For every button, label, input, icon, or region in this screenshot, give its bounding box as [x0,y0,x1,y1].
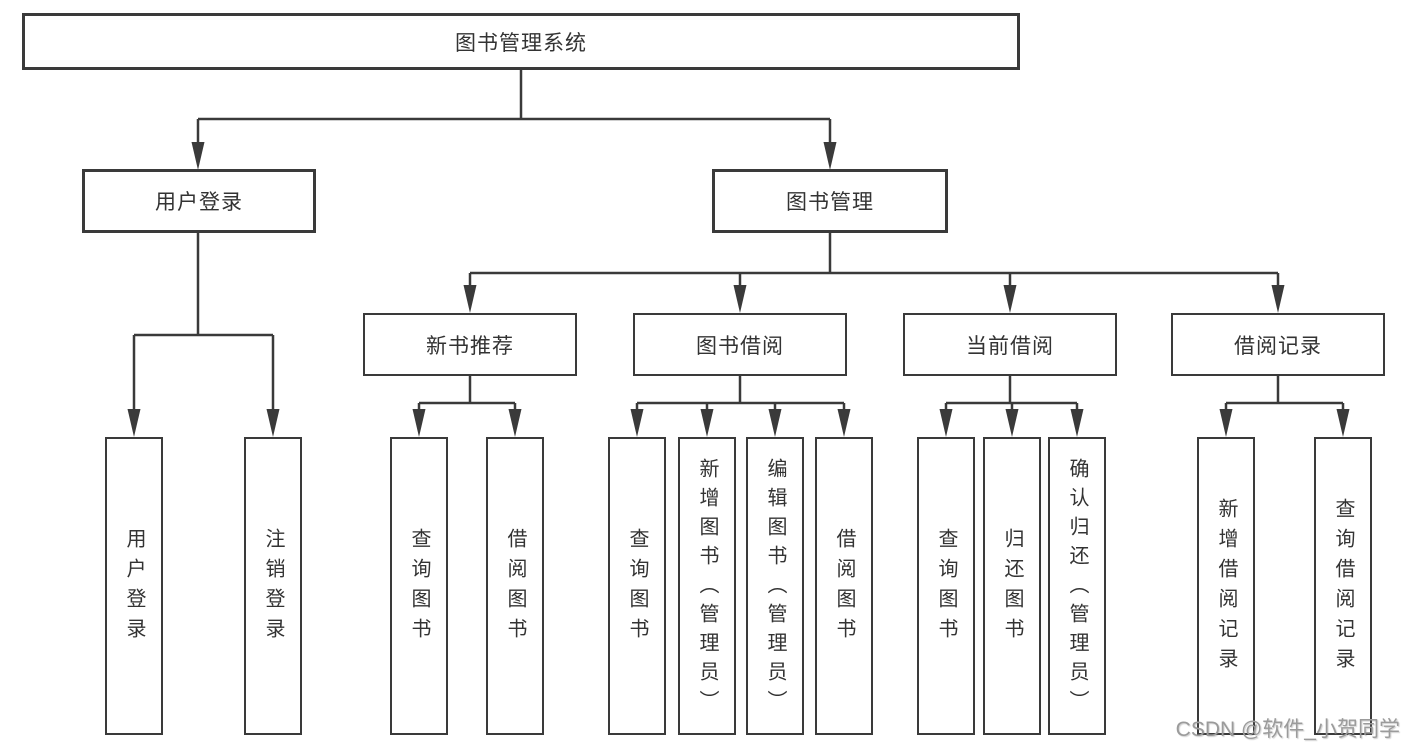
leaf-confirm-return-admin: 确认归还（管理员） [1048,437,1106,735]
leaf-return-books: 归还图书 [983,437,1041,735]
arrowheads [127,142,1350,437]
leaf-query-books: 查询图书 [608,437,666,735]
leaf-borrow-books: 借阅图书 [815,437,873,735]
leaf-query-books: 查询图书 [390,437,448,735]
node-label: 图书管理系统 [455,31,587,55]
node-label: 注销登录 [262,528,284,648]
leaf-borrow-books: 借阅图书 [486,437,544,735]
node-label: 借阅图书 [504,528,526,648]
connector-strokes [132,70,1345,413]
node-label: 查询借阅记录 [1332,498,1354,678]
node-label: 新增图书（管理员） [696,457,718,719]
node-label: 图书管理 [786,191,874,214]
node-user-login: 用户登录 [82,169,316,233]
node-label: 查询图书 [935,528,957,648]
node-label: 用户登录 [155,191,243,214]
node-label: 新增借阅记录 [1215,498,1237,678]
node-label: 确认归还（管理员） [1066,457,1088,719]
node-label: 编辑图书（管理员） [764,457,786,719]
node-library-management-system: 图书管理系统 [22,13,1020,70]
node-borrowing-records: 借阅记录 [1171,313,1385,376]
leaf-logout: 注销登录 [244,437,302,735]
node-label: 查询图书 [408,528,430,648]
node-label: 借阅图书 [833,528,855,648]
node-label: 用户登录 [123,528,145,648]
leaf-add-books-admin: 新增图书（管理员） [678,437,736,735]
node-label: 图书借阅 [696,334,784,358]
node-book-borrowing: 图书借阅 [633,313,847,376]
node-new-book-recommendation: 新书推荐 [363,313,577,376]
leaf-add-borrow-record: 新增借阅记录 [1197,437,1255,735]
leaf-user-login: 用户登录 [105,437,163,735]
csdn-watermark: CSDN @软件_小贺同学 [1175,718,1400,741]
node-label: 查询图书 [626,528,648,648]
node-book-management: 图书管理 [712,169,948,233]
node-current-borrowing: 当前借阅 [903,313,1117,376]
leaf-edit-books-admin: 编辑图书（管理员） [746,437,804,735]
node-label: 归还图书 [1001,528,1023,648]
node-label: 当前借阅 [966,334,1054,358]
node-label: 借阅记录 [1234,334,1322,358]
leaf-query-books: 查询图书 [917,437,975,735]
node-label: 新书推荐 [426,334,514,358]
leaf-query-borrow-record: 查询借阅记录 [1314,437,1372,735]
